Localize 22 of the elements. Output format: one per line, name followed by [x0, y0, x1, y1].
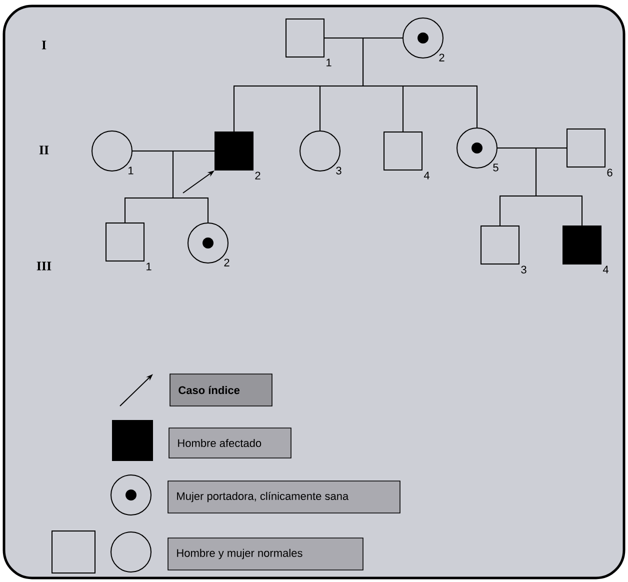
individual-number: 2 [224, 258, 230, 266]
individual-number: 3 [521, 266, 526, 274]
generation-label: III [36, 262, 52, 270]
descent-line [536, 148, 582, 226]
individual-number: 4 [424, 172, 430, 180]
individual-number: 2 [439, 54, 444, 62]
generation-label: I [42, 40, 46, 50]
individual-number: 1 [326, 58, 332, 66]
individual-number: 6 [607, 168, 612, 176]
generation-label: II [39, 146, 49, 154]
individual-number: 5 [493, 164, 498, 172]
descent-line [172, 150, 215, 223]
legend-label: Hombre y mujer normales [168, 538, 364, 570]
legend-label: Caso índice [170, 374, 272, 406]
individual-number: 1 [128, 166, 134, 174]
descent-line [362, 38, 478, 128]
individual-number: 1 [146, 262, 152, 270]
individual-number: 2 [255, 172, 260, 180]
legend-label: Mujer portadora, clínicamente sana [168, 480, 400, 514]
individual-number: 4 [602, 266, 608, 274]
legend-label: Hombre afectado [168, 428, 292, 458]
individual-number: 3 [336, 166, 342, 174]
